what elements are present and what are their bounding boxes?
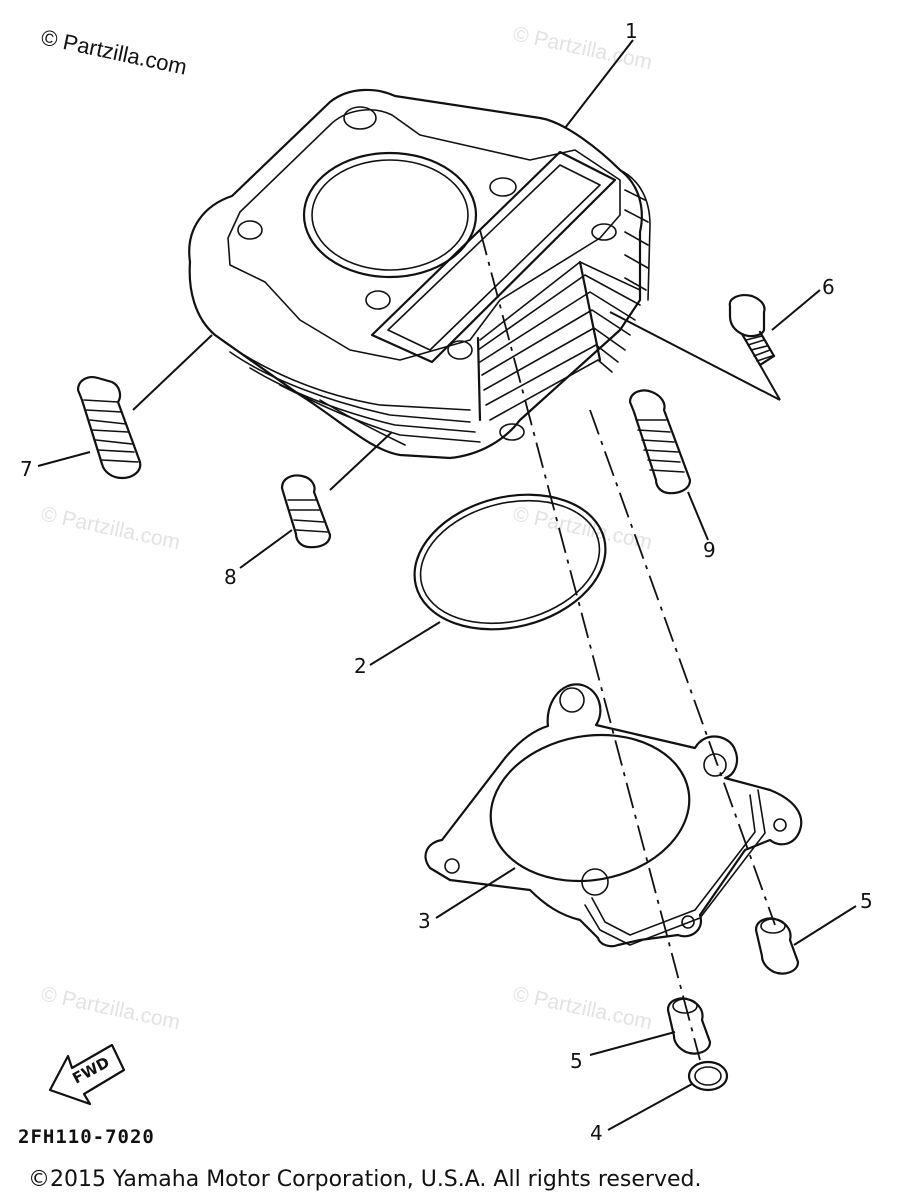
assembly-center-lines — [479, 229, 781, 1061]
small-o-ring-part — [687, 1060, 729, 1092]
cylinder-part — [188, 88, 651, 460]
callout-3: 3 — [418, 909, 431, 933]
callout-6: 6 — [822, 275, 835, 299]
gasket-part — [424, 683, 803, 948]
stud-bolt-part — [76, 376, 142, 480]
watermark-top-left: © Partzilla.com — [39, 24, 189, 79]
leader-lines — [37, 39, 857, 1131]
copyright-notice: ©2015 Yamaha Motor Corporation, U.S.A. A… — [28, 1167, 701, 1192]
callout-9: 9 — [703, 538, 716, 562]
watermark: © Partzilla.com — [39, 502, 182, 554]
stud-bolt-part — [280, 474, 332, 549]
forward-arrow-label: FWD — [69, 1053, 112, 1087]
dowel-pin-part — [666, 997, 712, 1055]
watermark: © Partzilla.com — [39, 982, 182, 1034]
callout-7: 7 — [20, 457, 33, 481]
forward-arrow-icon: FWD — [48, 1043, 126, 1106]
callout-2: 2 — [354, 654, 367, 678]
watermark: © Partzilla.com — [511, 982, 654, 1034]
diagram-code: 2FH110-7020 — [18, 1126, 155, 1148]
bolt-part — [728, 294, 776, 367]
callout-5: 5 — [570, 1049, 583, 1073]
callout-5: 5 — [860, 889, 873, 913]
callout-8: 8 — [224, 565, 237, 589]
callout-4: 4 — [590, 1121, 603, 1145]
o-ring-part — [413, 493, 607, 631]
dowel-pin-part — [754, 917, 800, 975]
stud-bolt-part — [628, 389, 692, 495]
callout-1: 1 — [625, 19, 638, 43]
